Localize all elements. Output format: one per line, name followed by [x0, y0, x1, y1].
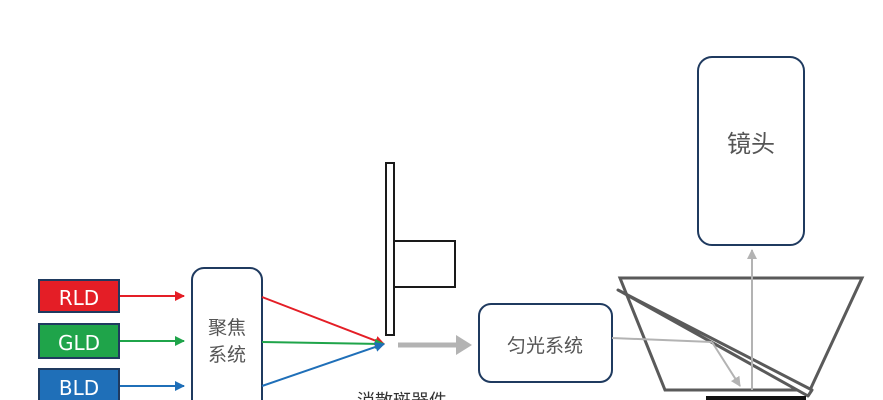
- homogenizer-output-beam: [611, 337, 713, 343]
- laser-green-label: GLD: [58, 331, 100, 355]
- laser-blue-label: BLD: [59, 376, 99, 400]
- focus-system-line2: 系统: [208, 344, 246, 366]
- display-chip: [706, 396, 806, 400]
- laser-red: RLD: [38, 279, 120, 313]
- speckle-reducer-device: [385, 162, 456, 336]
- beam-to-chip: [711, 341, 741, 387]
- red-focused-beam: [261, 296, 385, 346]
- blue-focused-beam: [261, 342, 385, 387]
- lens-label: 镜头: [727, 130, 775, 158]
- homogenizer-box: 匀光系统: [478, 303, 613, 383]
- prism-assembly: [616, 276, 865, 398]
- laser-blue: BLD: [38, 368, 120, 400]
- focus-system-line1: 聚焦: [208, 317, 246, 339]
- speckle-reducer-label: 消散斑器件: [357, 391, 447, 400]
- green-focused-beam: [261, 338, 385, 349]
- laser-green: GLD: [38, 323, 120, 359]
- focus-system-box: 聚焦 系统: [191, 267, 263, 400]
- laser-red-label: RLD: [59, 286, 99, 310]
- diffuser-to-homogenizer-arrowhead: [456, 335, 472, 355]
- lens-box: 镜头: [697, 56, 805, 246]
- homogenizer-label: 匀光系统: [507, 335, 583, 357]
